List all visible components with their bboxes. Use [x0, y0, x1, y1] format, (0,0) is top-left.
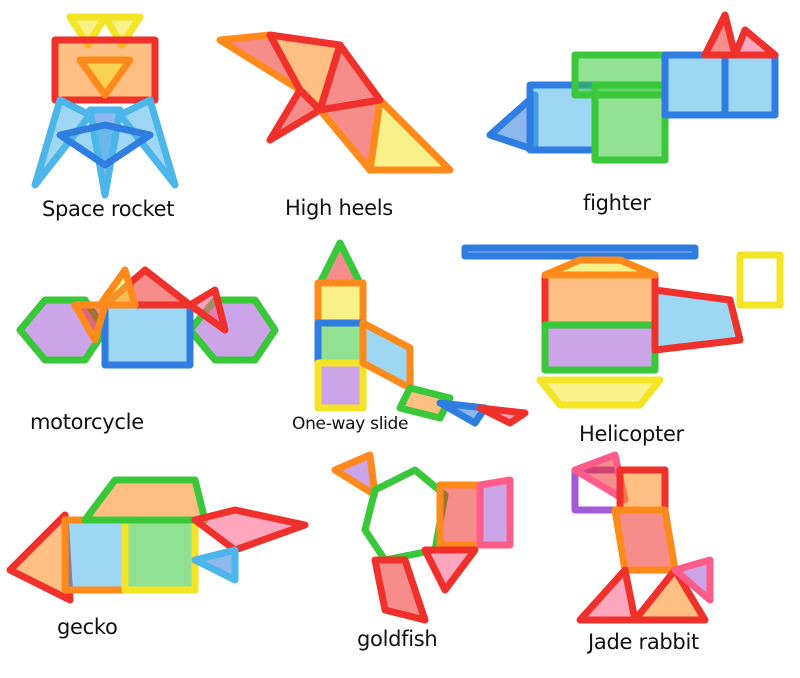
model-label-jade-rabbit: Jade rabbit	[588, 630, 699, 654]
one-way-slide-illustration	[314, 239, 529, 427]
gecko-illustration	[6, 476, 309, 604]
space-rocket-model	[20, 5, 190, 199]
helicopter-model	[460, 240, 790, 415]
model-label-fighter: fighter	[583, 191, 651, 215]
model-label-gecko: gecko	[57, 615, 118, 639]
model-label-goldfish: goldfish	[357, 627, 438, 651]
goldfish-model	[325, 450, 515, 625]
motorcycle-model	[15, 260, 280, 400]
model-label-space-rocket: Space rocket	[42, 197, 175, 221]
space-rocket-illustration	[31, 13, 179, 199]
fighter-model	[485, 5, 785, 185]
motorcycle-illustration	[16, 266, 279, 369]
helicopter-illustration	[461, 244, 784, 409]
model-label-high-heels: High heels	[285, 196, 393, 220]
model-label-motorcycle: motorcycle	[30, 410, 144, 434]
jade-rabbit-model	[565, 450, 715, 625]
one-way-slide-model	[310, 238, 530, 428]
high-heels-model	[210, 30, 460, 190]
fighter-illustration	[486, 11, 779, 164]
jade-rabbit-illustration	[571, 451, 714, 624]
goldfish-illustration	[331, 451, 514, 624]
high-heels-illustration	[216, 31, 454, 174]
model-label-helicopter: Helicopter	[579, 422, 684, 446]
gecko-model	[5, 470, 309, 610]
model-label-one-way-slide: One-way slide	[292, 414, 409, 434]
